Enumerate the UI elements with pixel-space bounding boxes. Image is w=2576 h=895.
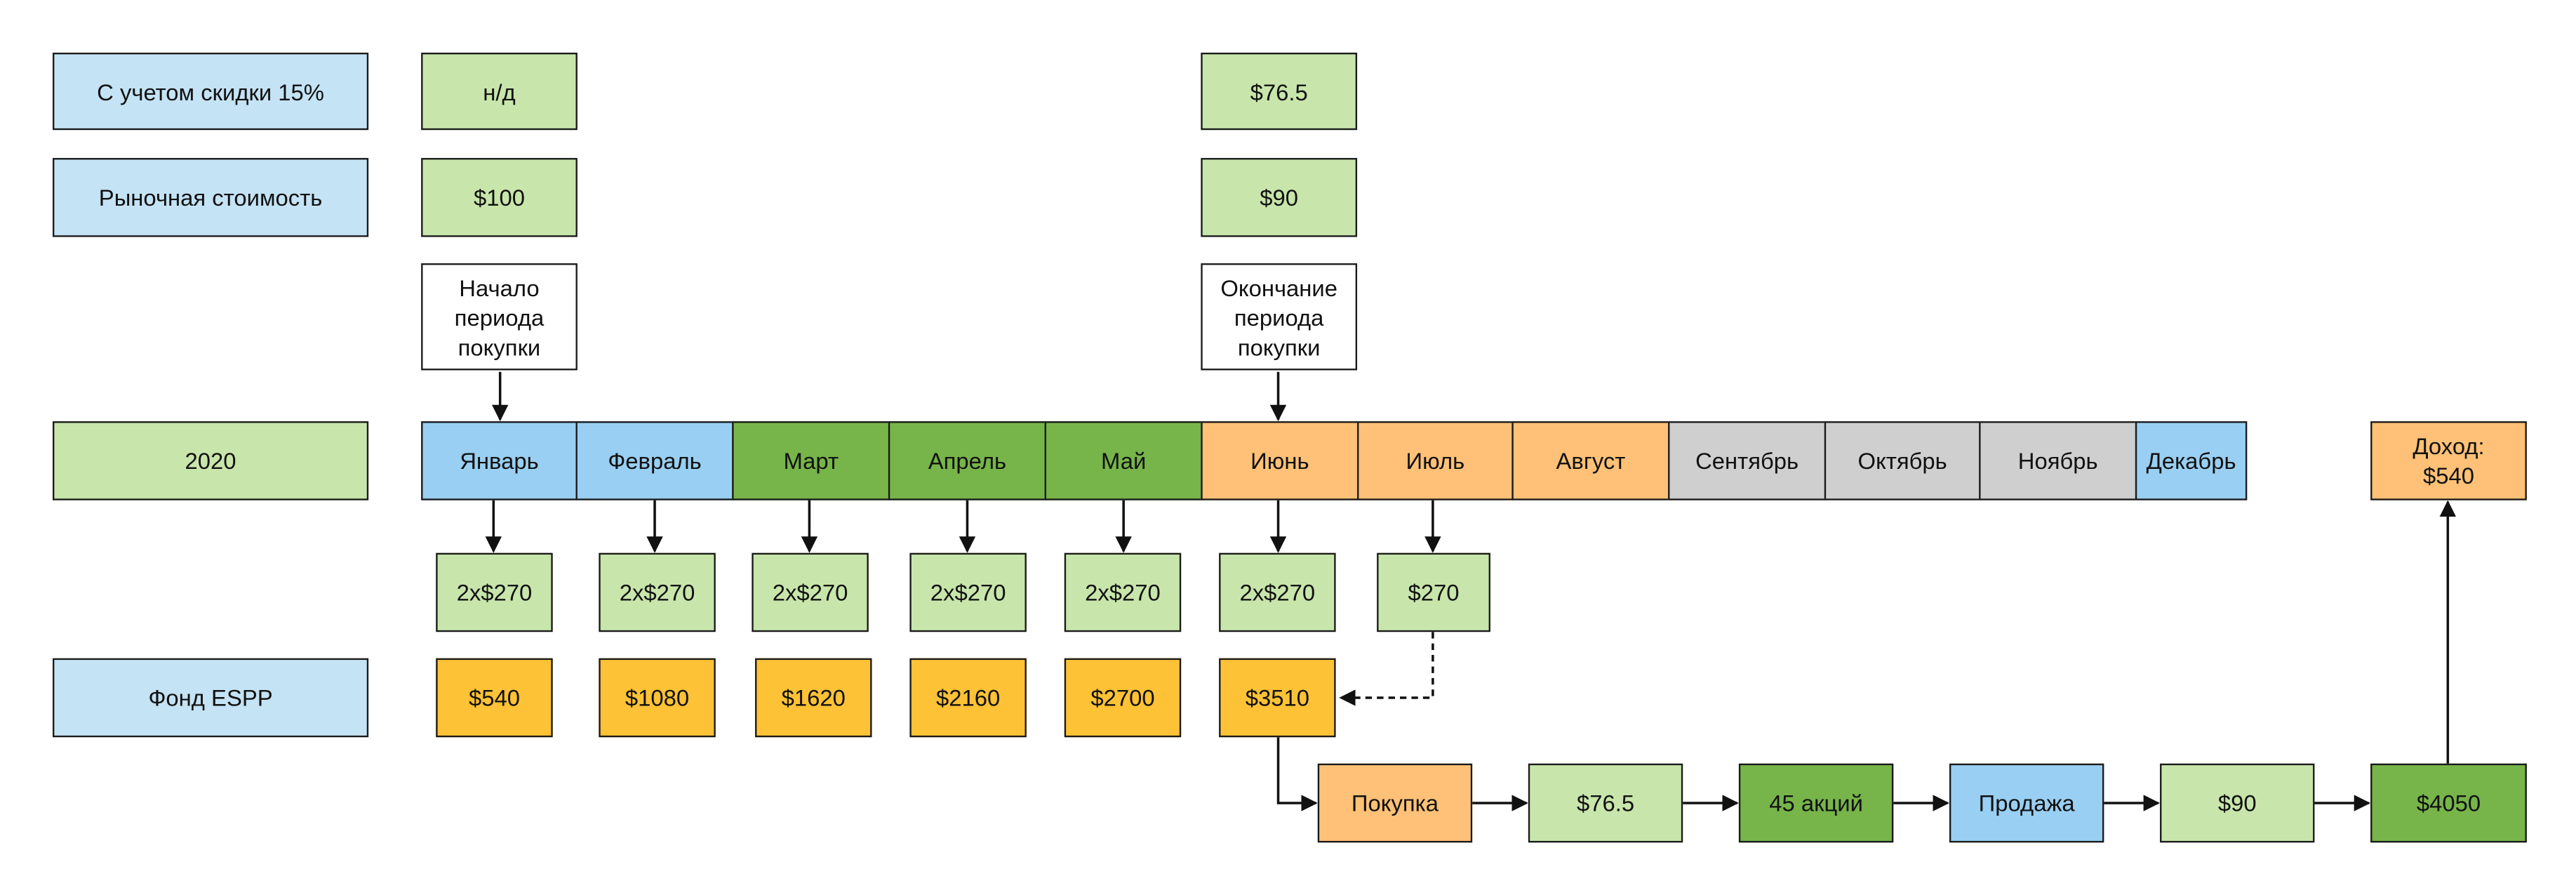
month-may: Май xyxy=(1044,421,1203,500)
period-end: Окончание периода покупки xyxy=(1201,263,1358,371)
month-november: Ноябрь xyxy=(1979,421,2137,500)
month-march: Март xyxy=(732,421,890,500)
month-october: Октябрь xyxy=(1824,421,1981,500)
month-december: Декабрь xyxy=(2135,421,2248,500)
fund-february: $1080 xyxy=(599,658,716,738)
label-espp-fund: Фонд ESPP xyxy=(53,658,369,738)
label-year: 2020 xyxy=(53,421,369,500)
contribution-july: $270 xyxy=(1377,552,1490,632)
contribution-june: 2x$270 xyxy=(1219,552,1336,632)
month-april: Апрель xyxy=(888,421,1046,500)
month-june: Июнь xyxy=(1201,421,1359,500)
market-end-value: $90 xyxy=(1201,158,1358,237)
flow-sale: Продажа xyxy=(1949,763,2104,843)
month-september: Сентябрь xyxy=(1668,421,1827,500)
period-start: Начало периода покупки xyxy=(421,263,578,371)
month-february: Февраль xyxy=(575,421,734,500)
flow-total: $4050 xyxy=(2370,763,2527,843)
fund-march: $1620 xyxy=(755,658,872,738)
label-market-value: Рыночная стоимость xyxy=(53,158,369,237)
contribution-march: 2x$270 xyxy=(752,552,869,632)
fund-april: $2160 xyxy=(909,658,1027,738)
fund-may: $2700 xyxy=(1064,658,1182,738)
fund-january: $540 xyxy=(436,658,553,738)
month-july: Июль xyxy=(1357,421,1514,500)
income-box: Доход: $540 xyxy=(2370,421,2527,500)
contribution-april: 2x$270 xyxy=(909,552,1027,632)
month-january: Январь xyxy=(421,421,578,500)
flow-sale-price: $90 xyxy=(2160,763,2315,843)
contribution-february: 2x$270 xyxy=(599,552,716,632)
flow-purchase: Покупка xyxy=(1317,763,1473,843)
flow-shares: 45 акций xyxy=(1738,763,1894,843)
discount-start-value: н/д xyxy=(421,53,578,131)
month-august: Август xyxy=(1511,421,1670,500)
market-start-value: $100 xyxy=(421,158,578,237)
fund-june: $3510 xyxy=(1219,658,1336,738)
discount-end-value: $76.5 xyxy=(1201,53,1358,131)
arrow-fund-to-purchase xyxy=(1276,737,1318,811)
contribution-may: 2x$270 xyxy=(1064,552,1182,632)
label-discount: С учетом скидки 15% xyxy=(53,53,369,131)
arrow-july-to-fund-dashed xyxy=(1339,632,1434,706)
contribution-january: 2x$270 xyxy=(436,552,553,632)
flow-purchase-price: $76.5 xyxy=(1528,763,1683,843)
